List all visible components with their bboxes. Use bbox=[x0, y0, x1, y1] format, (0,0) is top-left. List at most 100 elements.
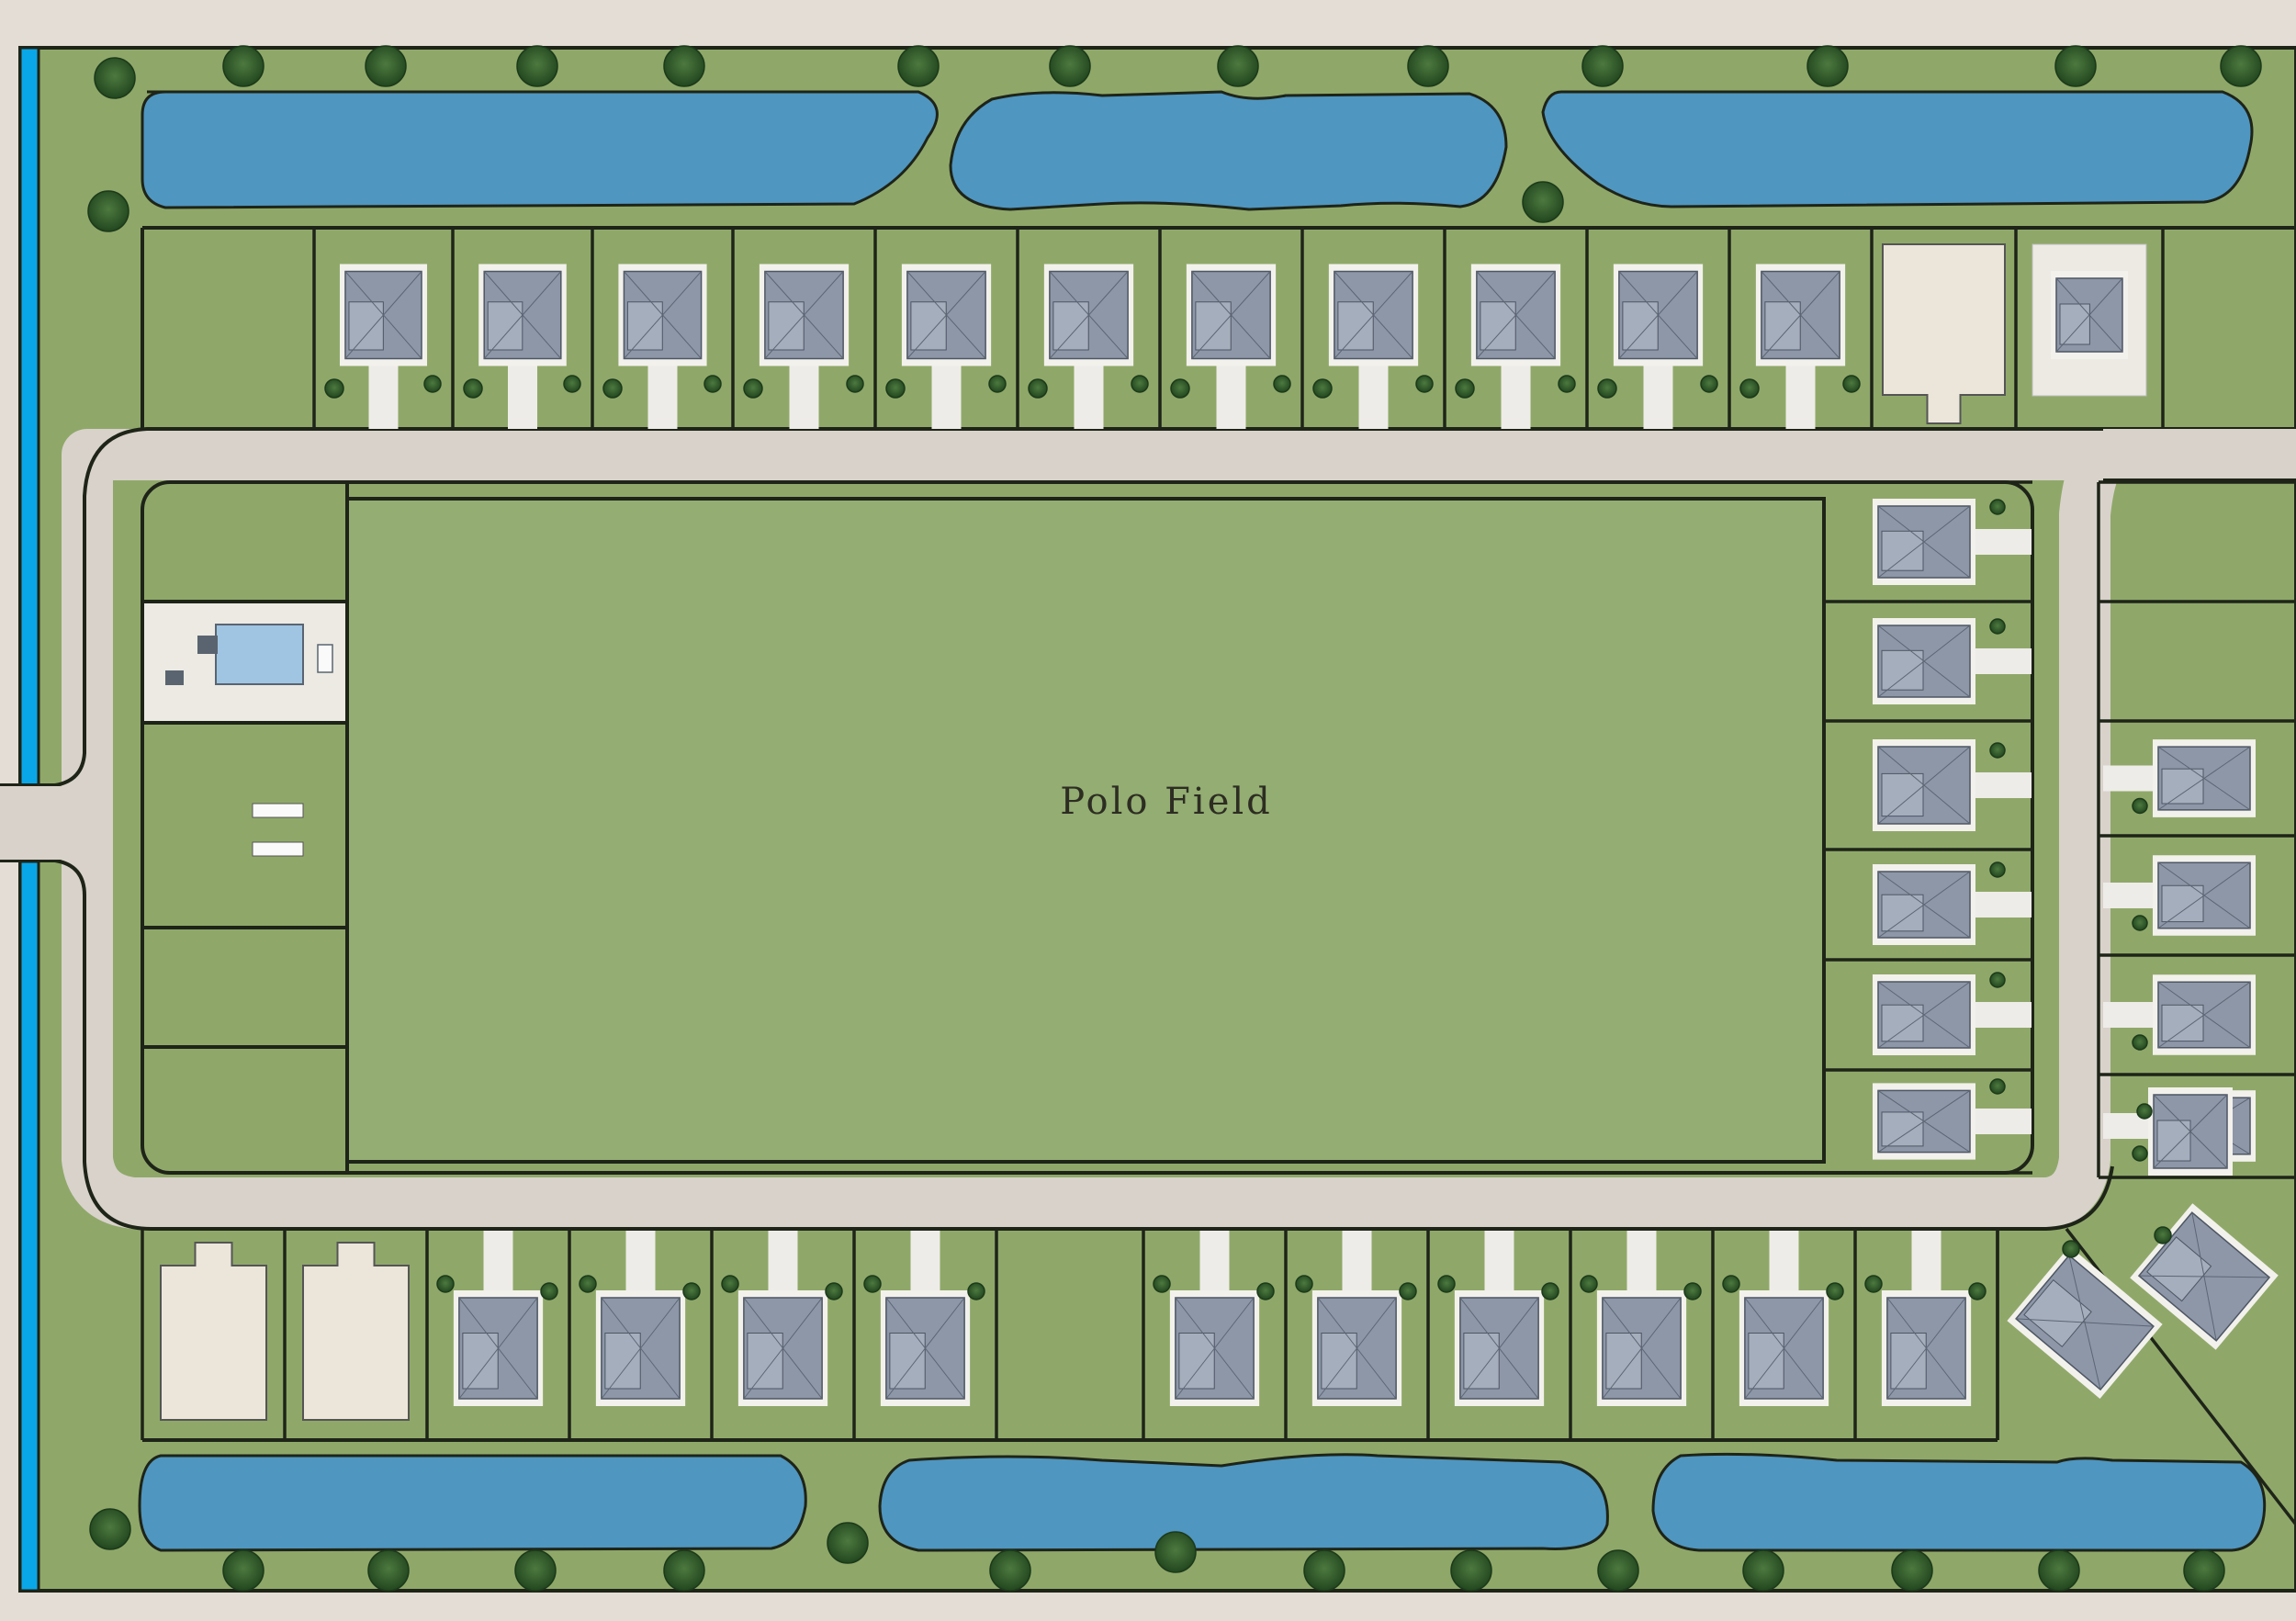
empty-lot-pad bbox=[160, 1242, 267, 1421]
tree-icon bbox=[1522, 181, 1564, 223]
pond-south-west bbox=[138, 1454, 807, 1552]
house-icon bbox=[737, 1290, 828, 1406]
lot-south bbox=[1311, 1231, 1402, 1406]
lot-north bbox=[478, 264, 567, 429]
tree-icon bbox=[1597, 378, 1617, 399]
house-icon bbox=[453, 1290, 544, 1406]
canal-south bbox=[18, 860, 40, 1593]
tree-icon bbox=[516, 45, 558, 87]
house-icon bbox=[339, 264, 428, 366]
lot-north bbox=[1613, 264, 1704, 429]
tree-icon bbox=[1273, 375, 1291, 393]
tree-icon bbox=[1742, 1549, 1784, 1592]
house-icon bbox=[1169, 1290, 1260, 1406]
tree-icon bbox=[1303, 1549, 1345, 1592]
house-icon bbox=[1755, 264, 1846, 366]
tree-icon bbox=[1415, 375, 1434, 393]
house-icon bbox=[478, 264, 567, 366]
house-icon bbox=[1186, 264, 1277, 366]
pond-north-center bbox=[949, 90, 1508, 211]
lot-south bbox=[1596, 1231, 1687, 1406]
house-icon bbox=[1873, 864, 1975, 945]
tree-icon bbox=[1049, 45, 1091, 87]
tree-icon bbox=[967, 1282, 985, 1300]
lot-far-east bbox=[2103, 855, 2256, 936]
lot-east bbox=[1873, 739, 2032, 831]
tree-icon bbox=[863, 1275, 882, 1293]
tree-icon bbox=[988, 375, 1007, 393]
tree-icon bbox=[1806, 45, 1849, 87]
lot-north bbox=[1755, 264, 1846, 429]
house-icon bbox=[2153, 739, 2256, 817]
polo-field bbox=[345, 497, 1826, 1164]
lot-north bbox=[339, 264, 428, 429]
tree-icon bbox=[365, 45, 407, 87]
house-icon bbox=[2051, 271, 2128, 359]
lot-north bbox=[1882, 243, 2006, 424]
tree-icon bbox=[1989, 972, 2006, 988]
tree-icon bbox=[324, 378, 344, 399]
tree-icon bbox=[1891, 1549, 1933, 1592]
tree-icon bbox=[1217, 45, 1259, 87]
lot-south bbox=[302, 1242, 410, 1421]
pool-amenity bbox=[142, 482, 349, 1173]
tree-icon bbox=[682, 1282, 701, 1300]
house-icon bbox=[2007, 1245, 2163, 1400]
tree-icon bbox=[1968, 1282, 1986, 1300]
house-icon bbox=[1873, 499, 1975, 585]
tree-icon bbox=[897, 45, 940, 87]
lot-far-east bbox=[2148, 1087, 2233, 1176]
tree-icon bbox=[1558, 375, 1576, 393]
lot-south bbox=[1169, 1231, 1260, 1406]
lot-south bbox=[880, 1231, 971, 1406]
pond-south-east bbox=[1651, 1452, 2267, 1552]
road-edge-outer bbox=[0, 427, 2296, 1231]
lot-far-east bbox=[2103, 974, 2256, 1055]
tree-icon bbox=[663, 1549, 705, 1592]
house-icon bbox=[1311, 1290, 1402, 1406]
tree-icon bbox=[89, 1508, 131, 1550]
tree-icon bbox=[1407, 45, 1449, 87]
tree-icon bbox=[1989, 742, 2006, 759]
ponds bbox=[138, 90, 2267, 1552]
lot-south bbox=[1881, 1231, 1972, 1406]
tree-icon bbox=[743, 378, 763, 399]
tree-icon bbox=[1864, 1275, 1883, 1293]
tree-icon bbox=[2220, 45, 2262, 87]
tree-icon bbox=[2132, 915, 2148, 931]
lot-south bbox=[1454, 1231, 1545, 1406]
tree-icon bbox=[2183, 1549, 2225, 1592]
tree-icon bbox=[1989, 618, 2006, 635]
tree-icon bbox=[87, 190, 129, 232]
lot-south bbox=[737, 1231, 828, 1406]
pond-north-east bbox=[1541, 90, 2254, 208]
tree-icon bbox=[436, 1275, 455, 1293]
tree-icon bbox=[2132, 1145, 2148, 1162]
tree-icon bbox=[602, 378, 623, 399]
lot-corner bbox=[2007, 1203, 2279, 1400]
tree-icon bbox=[1455, 378, 1475, 399]
tree-icon bbox=[846, 375, 864, 393]
lot-east bbox=[1873, 618, 2032, 704]
tree-icon bbox=[1028, 378, 1048, 399]
road-loop bbox=[62, 429, 2129, 1229]
lot-north bbox=[1043, 264, 1134, 429]
tree-icon bbox=[1450, 1549, 1492, 1592]
house-icon bbox=[2148, 1087, 2233, 1176]
house-icon bbox=[901, 264, 992, 366]
tree-icon bbox=[463, 378, 483, 399]
tree-icon bbox=[1580, 1275, 1598, 1293]
trees-layer bbox=[87, 45, 2262, 1592]
house-icon bbox=[1873, 1083, 1975, 1160]
house-icon bbox=[1613, 264, 1704, 366]
tree-icon bbox=[663, 45, 705, 87]
lot-north bbox=[1470, 264, 1561, 429]
tree-icon bbox=[579, 1275, 597, 1293]
empty-lot-pad bbox=[1882, 243, 2006, 424]
house-icon bbox=[595, 1290, 686, 1406]
tree-icon bbox=[1399, 1282, 1417, 1300]
lot-east bbox=[1873, 974, 2032, 1055]
tree-icon bbox=[825, 1282, 843, 1300]
lot-east bbox=[1873, 1083, 2032, 1160]
